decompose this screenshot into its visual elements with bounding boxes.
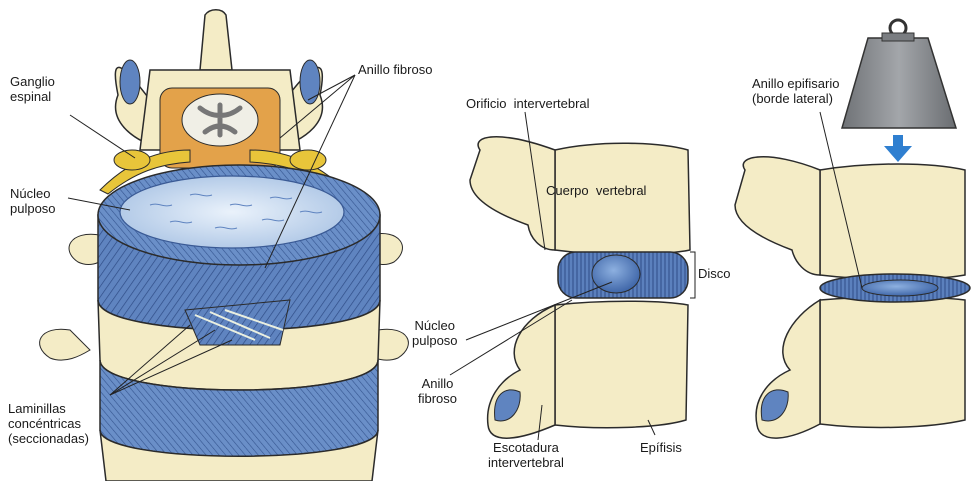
label-escotadura: Escotadura intervertebral <box>488 440 564 470</box>
label-anillo-fibroso-mid: Anillo fibroso <box>418 376 457 406</box>
lower-left-process-2 <box>40 329 90 360</box>
right-lower-body <box>820 297 965 427</box>
label-ganglio-espinal: Ganglio espinal <box>10 74 55 104</box>
label-cuerpo-vertebral: Cuerpo vertebral <box>546 183 646 198</box>
disco-bracket <box>690 252 695 298</box>
label-anillo-epifisario: Anillo epifisario (borde lateral) <box>752 76 839 106</box>
label-disco: Disco <box>698 266 731 281</box>
label-nucleo-pulposo-left: Núcleo pulposo <box>10 186 56 216</box>
mid-upper-body <box>555 143 690 254</box>
ganglion-right <box>290 150 326 170</box>
ganglion-left <box>114 150 150 170</box>
left-facet <box>120 60 140 104</box>
arrow-down-icon <box>884 135 912 162</box>
label-laminillas: Laminillas concéntricas (seccionadas) <box>8 401 89 446</box>
label-nucleo-pulposo-mid: Núcleo pulposo <box>412 318 458 348</box>
right-upper-body <box>820 164 965 280</box>
label-anillo-fibroso-top: Anillo fibroso <box>358 62 432 77</box>
label-orificio-intervertebral: Orificio intervertebral <box>466 96 590 111</box>
left-vertebra-figure <box>40 10 409 481</box>
spinous-process <box>200 10 232 70</box>
right-nucleus-flat <box>862 280 938 296</box>
label-epifisis: Epífisis <box>640 440 682 455</box>
right-facet <box>300 60 320 104</box>
mid-lower-body <box>555 301 688 427</box>
weight-icon <box>842 20 956 128</box>
right-upper-pedicle <box>735 157 820 275</box>
